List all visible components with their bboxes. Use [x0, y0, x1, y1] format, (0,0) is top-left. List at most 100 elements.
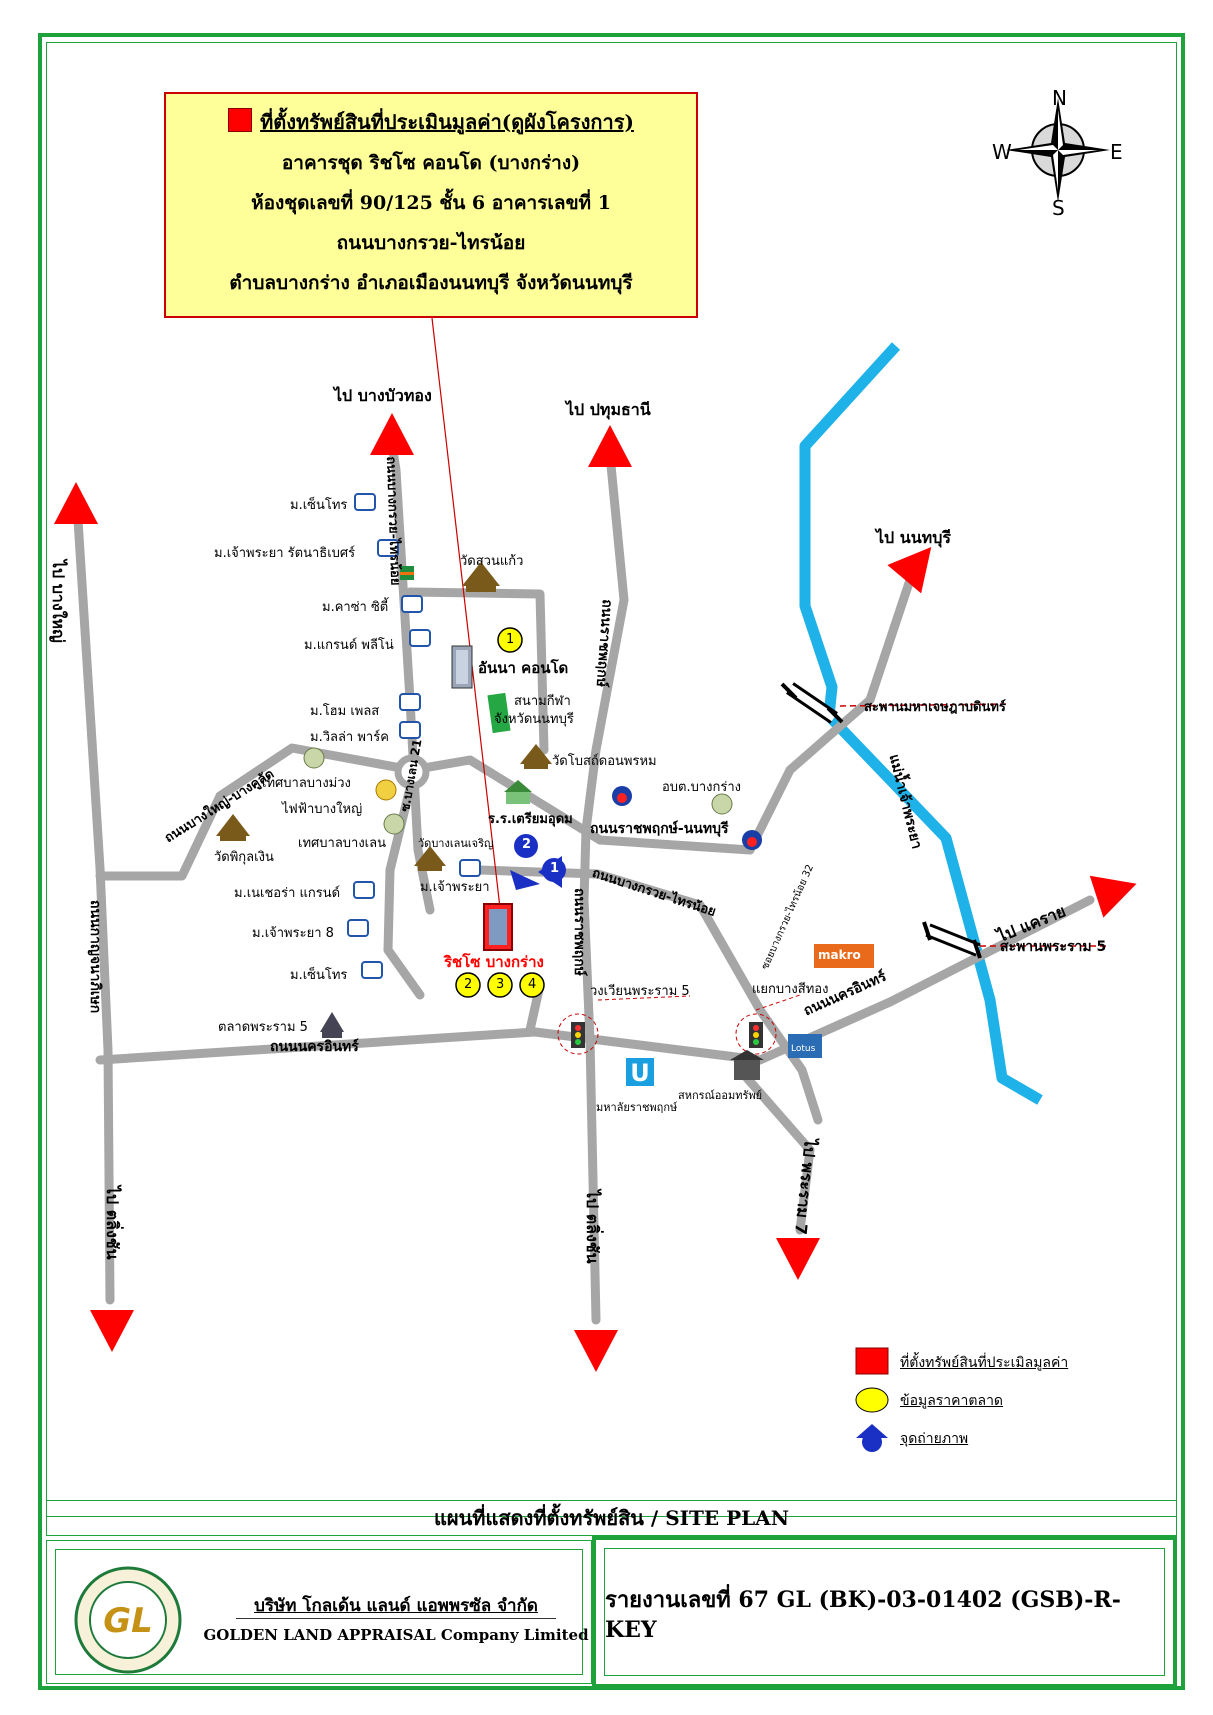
place-lotus: Lotus: [791, 1044, 816, 1054]
compass-n: N: [1052, 86, 1067, 110]
legend-red-square: [855, 1347, 889, 1375]
place-wongwian-phra-ram-5: วงเวียนพระราม 5: [590, 984, 690, 999]
photo-point-2-label: 2: [522, 837, 532, 852]
place-tessaban-bang-len: เทศบาลบางเลน: [298, 836, 386, 851]
place-villa-park: ม.วิลล่า พาร์ค: [310, 730, 389, 745]
market-marker-2-label: 2: [464, 977, 473, 992]
place-wat-bot-don-phrom: วัดโบสถ์ดอนพรหม: [552, 754, 657, 769]
callout-line-3: ห้องชุดเลขที่ 90/125 ชั้น 6 อาคารเลขที่ …: [251, 192, 611, 214]
direction-arrow-khae-rai: [1089, 862, 1144, 918]
photo-point-1-label: 1: [550, 861, 560, 876]
callout-title: ที่ตั้งทรัพย์สินที่ประเมินมูลค่า(ดูผังโค…: [166, 108, 696, 135]
place-stadium-2: จังหวัดนนทบุรี: [494, 712, 574, 727]
direction-arrow-bang-bua-thong: [370, 413, 414, 471]
compass-w: W: [992, 140, 1012, 164]
road-label-kanchanaphisek: ถนนกาญจนาภิเษก: [87, 900, 103, 1014]
place-obt-bang-krang: อบต.บางกร่าง: [662, 780, 742, 795]
traffic-light-wongwian: [557, 1013, 599, 1055]
subject-building-icon: [483, 903, 513, 951]
stadium-icon: [487, 692, 511, 734]
place-wat-phikun-ngoen: วัดพิกุลเงิน: [214, 850, 274, 865]
legend-subject: ที่ตั้งทรัพย์สินที่ประเมิลมูลค่า: [900, 1355, 1069, 1371]
company-inner: GL บริษัท โกลเด้น แลนด์ แอพพรซัล จำกัด G…: [55, 1549, 589, 1675]
place-casa-city: ม.คาซ่า ซิตี้: [322, 600, 389, 615]
makro-logo: [814, 944, 874, 968]
company-logo: GL: [74, 1566, 182, 1674]
place-grand-pleno: ม.แกรนด์ พลีโน่: [304, 638, 394, 653]
report-number: รายงานเลขที่ 67 GL (BK)-03-01402 (GSB)-R…: [604, 1548, 1165, 1676]
direction-arrow-pathum-thani: [588, 425, 632, 467]
place-wat-suan-kaeo: วัดสวนแก้ว: [460, 554, 524, 569]
market-marker-3-label: 3: [496, 977, 505, 992]
place-m-chaophraya: ม.เจ้าพระยา: [420, 880, 490, 895]
compass-s: S: [1052, 196, 1065, 220]
temple-icon-bot-don-phrom: [520, 744, 552, 769]
label-bang-yai: ไป บางใหญ่: [49, 560, 68, 643]
place-chaophraya-8: ม.เจ้าพระยา 8: [252, 926, 334, 941]
company-name-en: GOLDEN LAND APPRAISAL Company Limited: [203, 1626, 589, 1644]
callout-line-5: ตำบลบางกร่าง อำเภอเมืองนนทบุรี จังหวัดนน…: [229, 272, 633, 294]
outer-frame: [38, 33, 1185, 1690]
pea-icon: [375, 779, 397, 801]
red-square-icon: [228, 108, 253, 132]
site-plan-title: แผนที่แสดงที่ตั้งทรัพย์สิน / SITE PLAN: [46, 1500, 1177, 1536]
company-box: GL บริษัท โกลเด้น แลนด์ แอพพรซัล จำกัด G…: [46, 1540, 592, 1684]
market-marker-4-label: 4: [528, 977, 537, 992]
market-marker-1-label: 1: [506, 632, 515, 647]
place-chaophraya-rattanathibet: ม.เจ้าพระยา รัตนาธิเบศร์: [214, 546, 356, 561]
coop-building-icon: [730, 1050, 764, 1080]
site-map: U: [54, 98, 1144, 1452]
university-icon: U: [626, 1058, 654, 1087]
bridge-pointer-1: [839, 703, 1011, 707]
place-triam-udom: ร.ร.เตรียมอุดม: [488, 812, 573, 827]
bridge-rama5: [922, 921, 982, 959]
bridge-maha-chesada: [780, 682, 844, 724]
place-centro-2: ม.เซ็นโทร: [290, 968, 348, 983]
bridge-label-rama5: สะพานพระราม 5: [1000, 939, 1107, 955]
report-box: รายงานเลขที่ 67 GL (BK)-03-01402 (GSB)-R…: [592, 1536, 1177, 1688]
label-nonthaburi: ไป นนทบุรี: [876, 528, 951, 547]
road-label-nakhon-in-w: ถนนนครอินทร์: [270, 1039, 359, 1055]
label-pathum-thani: ไป ปทุมธานี: [566, 400, 651, 419]
compass-e: E: [1110, 140, 1123, 164]
municipality-icon-bang-muang: [303, 747, 325, 769]
place-home-place: ม.โฮม เพลส: [310, 704, 380, 719]
label-taling-chan-left: ไป ตลิ่งชัน: [103, 1186, 122, 1260]
temple-icon-bang-len-charoen: [414, 846, 446, 871]
municipality-icon-bang-len: [383, 813, 405, 835]
direction-arrow-taling-chan-mid: [574, 1330, 618, 1372]
callout-line-4: ถนนบางกรวย-ไทรน้อย: [336, 232, 526, 254]
roundabout: [394, 754, 430, 790]
school-icon: [504, 780, 532, 804]
map-frame: [46, 42, 1177, 1517]
gas-station-icon-2: [742, 830, 762, 850]
market-marker-4: [519, 972, 545, 998]
direction-arrow-bang-yai: [54, 482, 98, 524]
place-nature-grand: ม.เนเชอร่า แกรนด์: [234, 886, 341, 901]
label-bang-bua-thong: ไป บางบัวทอง: [334, 386, 432, 405]
callout-title-text: ที่ตั้งทรัพย์สินที่ประเมินมูลค่า(ดูผังโค…: [260, 110, 634, 134]
legend-yellow-circle: [855, 1387, 889, 1413]
place-yaek-bang-si-thong: แยกบางสีทอง: [752, 982, 829, 997]
market-marker-1: [497, 627, 523, 653]
road-label-ratchaphruek-nonthaburi: ถนนราชพฤกษ์-นนทบุรี: [590, 821, 729, 837]
label-taling-chan-mid: ไป ตลิ่งชัน: [583, 1190, 602, 1264]
photo-point-1: [538, 856, 566, 888]
market-marker-3: [487, 972, 513, 998]
housing-icons: [347, 493, 481, 979]
place-coop: สหกรณ์ออมทรัพย์: [678, 1089, 763, 1102]
place-talat-phra-ram-5: ตลาดพระราม 5: [218, 1020, 308, 1035]
callout-pointer: [431, 317, 501, 909]
legend-photo-symbol: [856, 1424, 888, 1452]
traffic-light-yaek-bang-si-thong: [735, 1013, 777, 1055]
logo-letters: GL: [103, 1601, 153, 1641]
wongwian-pointer: [597, 995, 691, 1001]
callout-line-2: อาคารชุด ริชโซ คอนโด (บางกร่าง): [281, 152, 581, 174]
road-label-ratchaphruek-s: ถนนราชพฤกษ์: [571, 888, 587, 976]
legend-market: ข้อมูลราคาตลาด: [900, 1393, 1004, 1409]
lotus-logo: [788, 1034, 822, 1058]
photo-point-2: [510, 834, 540, 890]
anna-condo-icon: [451, 645, 473, 689]
compass: [1006, 98, 1110, 202]
place-stadium: สนามกีฬา: [514, 694, 571, 709]
